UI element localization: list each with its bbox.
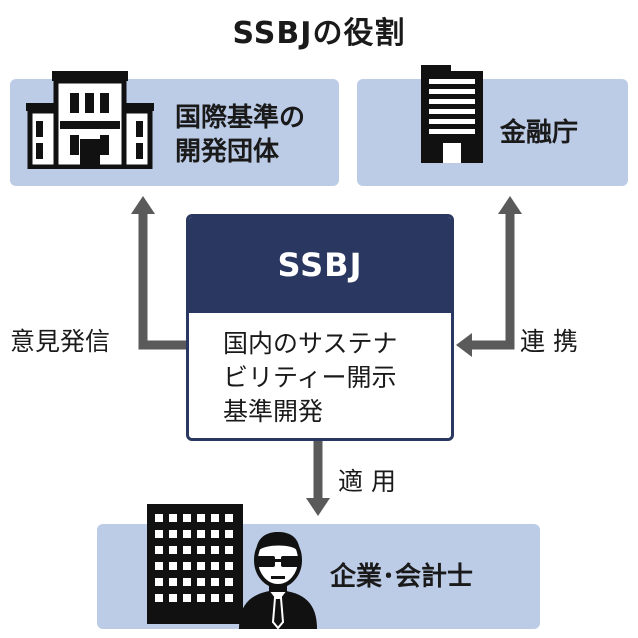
opinion-arrowhead bbox=[131, 196, 155, 214]
cooperation-arrowhead-up bbox=[498, 196, 522, 214]
ssbj-box: SSBJ 国内のサステナ ビリティー開示 基準開発 bbox=[186, 214, 454, 441]
fsa-box: 金融庁 bbox=[357, 65, 628, 186]
opinion-label: 意見発信 bbox=[10, 327, 111, 356]
fsa-label: 金融庁 bbox=[500, 118, 579, 148]
cooperation-label: 連 携 bbox=[520, 327, 578, 356]
cooperation-arrow-line bbox=[470, 212, 515, 350]
companies-auditors-box: 企業･会計士 bbox=[97, 504, 540, 629]
cooperation-arrowhead-left bbox=[456, 333, 472, 357]
diagram-title: SSBJの役割 bbox=[232, 16, 406, 51]
intl-standard-setter-label: 国際基準の 開発団体 bbox=[175, 103, 306, 167]
companies-auditors-label: 企業･会計士 bbox=[330, 562, 474, 592]
city-buildings-icon bbox=[147, 504, 243, 624]
building-icon bbox=[26, 71, 154, 169]
application-label: 適 用 bbox=[338, 467, 396, 496]
office-tower-icon bbox=[421, 65, 483, 163]
intl-standard-setter-box: 国際基準の 開発団体 bbox=[10, 71, 339, 186]
ssbj-description: 国内のサステナ ビリティー開示 基準開発 bbox=[223, 329, 398, 426]
ssbj-header: SSBJ bbox=[189, 217, 451, 313]
businessman-icon bbox=[239, 532, 317, 629]
application-arrowhead bbox=[306, 498, 330, 516]
opinion-arrow-line bbox=[138, 212, 186, 350]
